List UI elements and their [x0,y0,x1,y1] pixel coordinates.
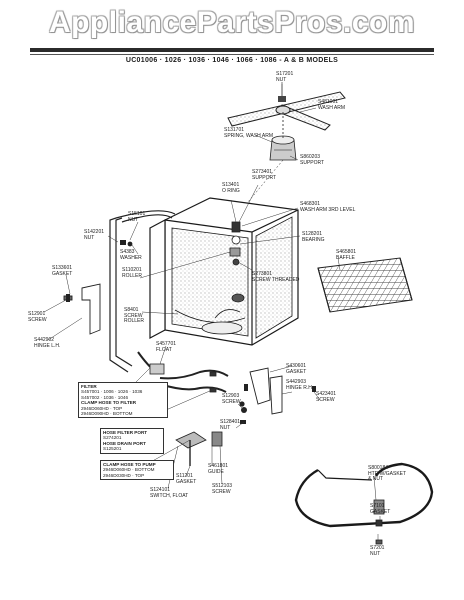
page-title: UC01006 · 1026 · 1036 · 1046 · 1066 · 10… [125,57,339,64]
heater-terminals [373,499,385,545]
hinge-right [249,367,283,415]
callout-drain-hose: HOSE FILTER PORT S274201 HOSE DRAIN PORT… [100,428,164,454]
float-assembly [149,363,217,393]
dishwasher-tub [149,197,299,346]
baffle-rack [317,257,413,313]
header-rule [30,48,434,52]
wash-arm-support [269,112,297,161]
header-rule-thin [30,54,434,55]
callout-filter: FILTER S457001 · 1006 · 1026 · 1036 S457… [78,382,168,419]
callout-pump-clamp: CLAMP HOSE TO PUMP 2946D060HD · BOTTOM 2… [100,460,174,481]
watermark-logo: AppliancePartsPros.com [48,6,416,39]
heater-element [294,462,434,528]
leader-lines [43,84,381,540]
fill-tube [109,210,176,373]
float-switch [175,431,223,466]
wash-arm [227,91,346,131]
